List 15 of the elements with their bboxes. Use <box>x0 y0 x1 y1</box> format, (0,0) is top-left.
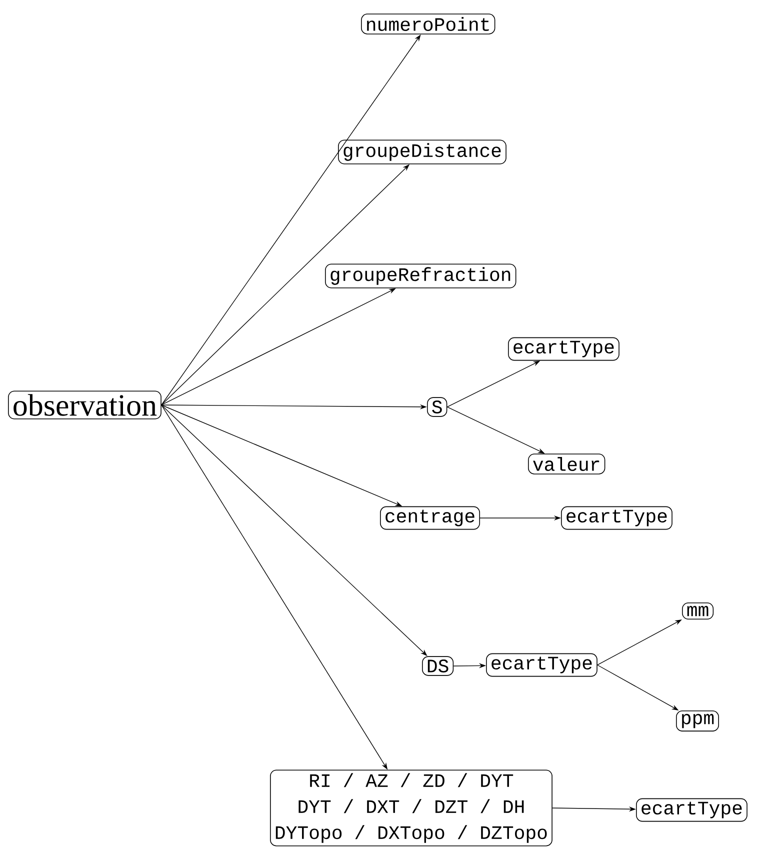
field-box: S <box>427 397 448 417</box>
field-box: numeroPoint <box>361 14 496 34</box>
field-box: mm <box>682 602 714 620</box>
field-box: ecartType <box>508 337 620 361</box>
field-box: groupeRefraction <box>325 264 516 288</box>
field-box: groupeDistance <box>338 140 506 164</box>
field-box: valeur <box>528 454 606 474</box>
field-box: RI / AZ / ZD / DYT DYT / DXT / DZT / DH DYTopo / DXTopo / DZTopo <box>270 770 552 846</box>
field-box: DS <box>422 656 454 676</box>
field-box: ecartType <box>486 653 598 677</box>
root-box: observation <box>8 390 162 420</box>
field-box: ecartType <box>561 506 672 530</box>
field-box: ecartType <box>636 798 748 822</box>
field-box: centrage <box>380 506 480 530</box>
field-box: ppm <box>676 710 719 732</box>
